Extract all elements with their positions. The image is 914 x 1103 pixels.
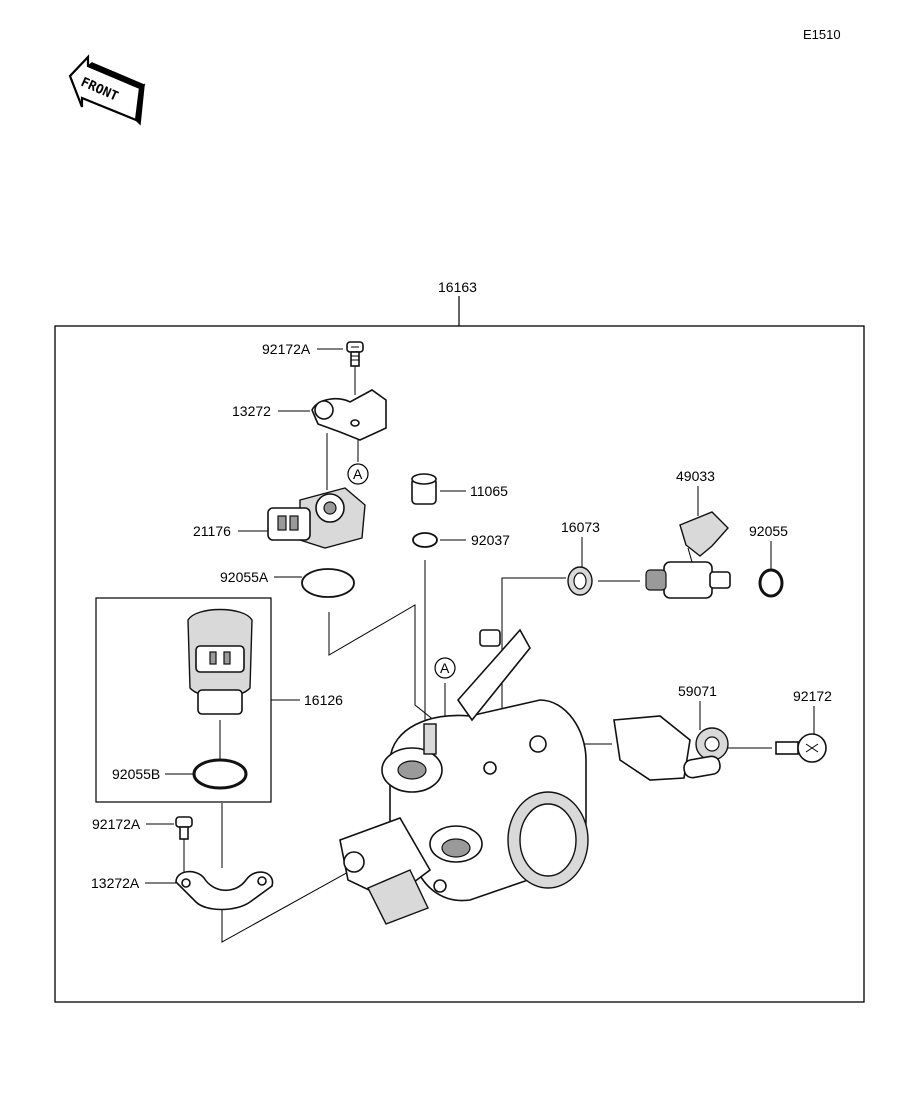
injector-icon: [645, 511, 731, 599]
part-label-92037: 92037: [471, 532, 510, 548]
part-label-13272: 13272: [232, 403, 271, 419]
part-label-49033: 49033: [676, 468, 715, 484]
throttle-body-icon: [339, 628, 589, 925]
map-sensor-icon: [187, 608, 253, 715]
hose-fitting-icon: [613, 715, 729, 781]
part-label-16126: 16126: [304, 692, 343, 708]
part-label-13272A: 13272A: [91, 875, 140, 891]
part-label-16073: 16073: [561, 519, 600, 535]
bolt-icon: [775, 733, 827, 763]
ring-icon: [758, 568, 784, 598]
part-label-11065: 11065: [470, 483, 508, 499]
diagram-code: E1510: [803, 27, 841, 42]
cap-icon: [411, 473, 437, 505]
screw-icon: [346, 341, 364, 367]
part-label-92172A-top: 92172A: [262, 341, 311, 357]
mounting-plate-icon: [175, 870, 274, 911]
throttle-sensor-icon: [267, 487, 366, 549]
part-label-92172: 92172: [793, 688, 832, 704]
screw-bottom-icon: [175, 816, 193, 840]
part-label-21176: 21176: [193, 523, 231, 539]
marker-a-bottom-letter: A: [440, 660, 450, 676]
assembly-number: 16163: [438, 279, 477, 295]
part-label-92055: 92055: [749, 523, 788, 539]
o-ring-icon: [301, 568, 355, 598]
bracket-plate-icon: [311, 389, 387, 441]
assembly-lines: [183, 365, 772, 943]
part-label-92055A: 92055A: [220, 569, 269, 585]
part-label-92055B: 92055B: [112, 766, 160, 782]
small-o-ring-icon: [412, 532, 438, 548]
part-label-59071: 59071: [678, 683, 717, 699]
marker-a-top: A: [347, 463, 369, 485]
marker-a-bottom: A: [434, 657, 456, 679]
seal-icon: [567, 566, 593, 596]
part-label-92172A-bottom: 92172A: [92, 816, 141, 832]
o-ring-b-icon: [192, 758, 248, 790]
leader-lines: [145, 348, 815, 884]
marker-a-top-letter: A: [353, 466, 363, 482]
front-direction-arrow-icon: FRONT: [68, 54, 146, 126]
